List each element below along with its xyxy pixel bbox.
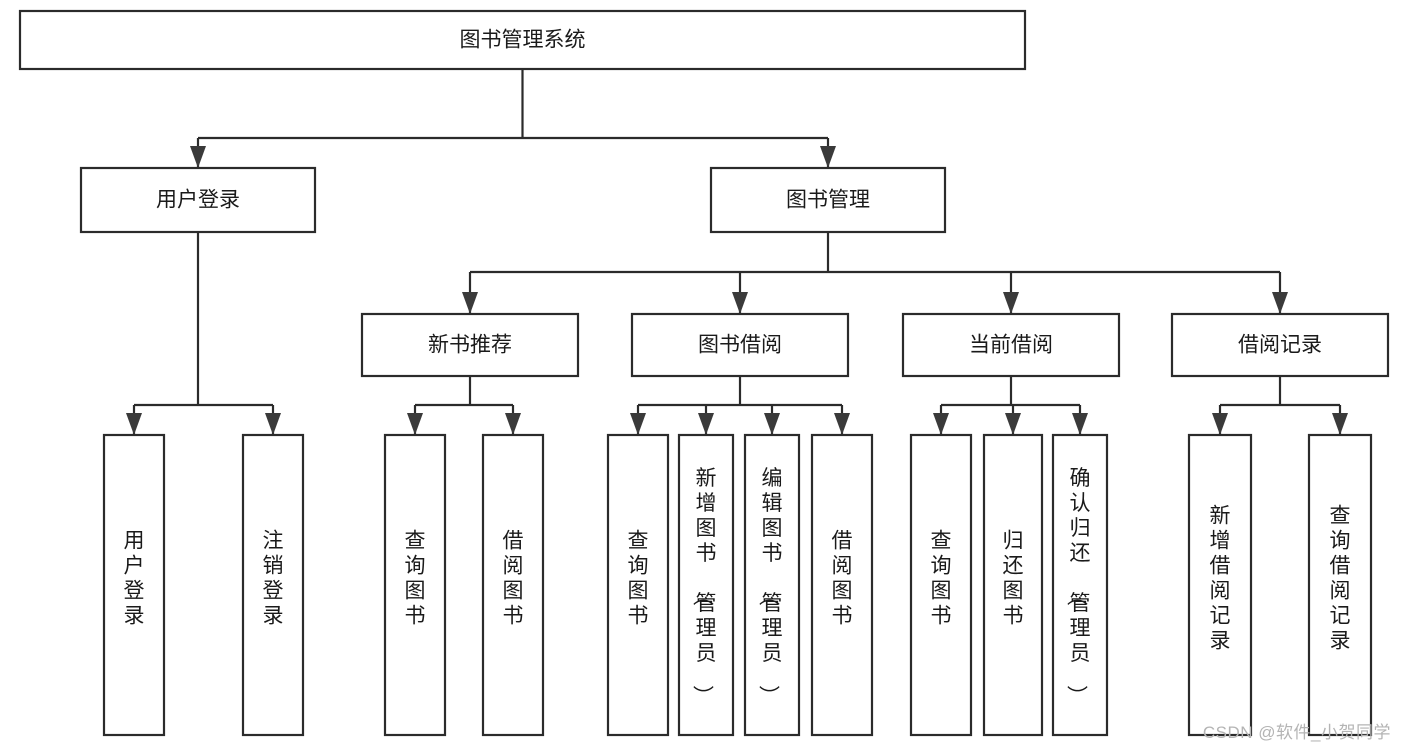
- arrow-head-icon: [407, 413, 423, 435]
- arrow-head-icon: [1272, 292, 1288, 314]
- node-box-book-borrow[interactable]: [630, 312, 850, 378]
- node-book-management[interactable]: 图书管理: [709, 166, 947, 234]
- connector-layer: [126, 69, 1348, 435]
- arrow-head-icon: [698, 413, 714, 435]
- node-label-leaf-borrow-book-1: 借阅图书: [503, 530, 524, 628]
- node-box-leaf-query-book-2[interactable]: [606, 433, 670, 737]
- node-borrow-record[interactable]: 借阅记录: [1170, 312, 1390, 378]
- node-box-leaf-user-login[interactable]: [102, 433, 166, 737]
- node-label-root: 图书管理系统: [460, 29, 586, 52]
- node-box-root[interactable]: [18, 9, 1027, 71]
- node-label-new-book-recommend: 新书推荐: [428, 334, 512, 357]
- node-leaf-user-login[interactable]: 用户登录: [102, 433, 166, 737]
- node-label-leaf-borrow-book-2: 借阅图书: [832, 530, 853, 628]
- node-label-book-borrow: 图书借阅: [698, 334, 782, 357]
- node-box-leaf-borrow-book-1[interactable]: [481, 433, 545, 737]
- node-box-book-management[interactable]: [709, 166, 947, 234]
- node-label-leaf-query-book-2: 查询图书: [628, 530, 649, 628]
- node-box-new-book-recommend[interactable]: [360, 312, 580, 378]
- node-root[interactable]: 图书管理系统: [18, 9, 1027, 71]
- node-box-leaf-return-book[interactable]: [982, 433, 1044, 737]
- node-leaf-query-book-3[interactable]: 查询图书: [909, 433, 973, 737]
- node-leaf-query-book-1[interactable]: 查询图书: [383, 433, 447, 737]
- node-box-leaf-confirm-return[interactable]: [1051, 433, 1109, 737]
- node-current-borrow[interactable]: 当前借阅: [901, 312, 1121, 378]
- arrow-head-icon: [505, 413, 521, 435]
- arrow-head-icon: [462, 292, 478, 314]
- arrow-head-icon: [820, 146, 836, 168]
- node-leaf-query-book-2[interactable]: 查询图书: [606, 433, 670, 737]
- node-leaf-borrow-book-1[interactable]: 借阅图书: [481, 433, 545, 737]
- node-new-book-recommend[interactable]: 新书推荐: [360, 312, 580, 378]
- node-box-leaf-add-record[interactable]: [1187, 433, 1253, 737]
- node-book-borrow[interactable]: 图书借阅: [630, 312, 850, 378]
- node-label-leaf-edit-book: 编辑图书（管理员）: [757, 467, 783, 706]
- node-box-leaf-logout[interactable]: [241, 433, 305, 737]
- node-label-leaf-add-book: 新增图书（管理员）: [691, 467, 717, 706]
- arrow-head-icon: [834, 413, 850, 435]
- node-box-leaf-query-book-1[interactable]: [383, 433, 447, 737]
- node-leaf-query-record[interactable]: 查询借阅记录: [1307, 433, 1373, 737]
- node-leaf-add-book[interactable]: 新增图书（管理员）: [677, 433, 735, 737]
- node-box-user-login[interactable]: [79, 166, 317, 234]
- node-label-leaf-user-login: 用户登录: [124, 530, 145, 628]
- node-label-book-management: 图书管理: [786, 189, 870, 212]
- arrow-head-icon: [630, 413, 646, 435]
- arrow-head-icon: [933, 413, 949, 435]
- node-label-leaf-return-book: 归还图书: [1003, 530, 1024, 628]
- node-leaf-return-book[interactable]: 归还图书: [982, 433, 1044, 737]
- node-label-leaf-query-record: 查询借阅记录: [1330, 505, 1351, 653]
- arrow-head-icon: [1072, 413, 1088, 435]
- arrow-head-icon: [126, 413, 142, 435]
- node-leaf-edit-book[interactable]: 编辑图书（管理员）: [743, 433, 801, 737]
- node-box-leaf-query-record[interactable]: [1307, 433, 1373, 737]
- node-label-leaf-query-book-3: 查询图书: [931, 530, 952, 628]
- node-layer: 图书管理系统用户登录图书管理新书推荐图书借阅当前借阅借阅记录用户登录注销登录查询…: [18, 9, 1390, 737]
- arrow-head-icon: [732, 292, 748, 314]
- node-label-user-login: 用户登录: [156, 189, 240, 212]
- node-label-borrow-record: 借阅记录: [1238, 334, 1322, 357]
- arrow-head-icon: [190, 146, 206, 168]
- node-leaf-confirm-return[interactable]: 确认归还（管理员）: [1051, 433, 1109, 737]
- node-label-leaf-add-record: 新增借阅记录: [1210, 505, 1231, 653]
- node-user-login[interactable]: 用户登录: [79, 166, 317, 234]
- node-box-leaf-query-book-3[interactable]: [909, 433, 973, 737]
- node-box-current-borrow[interactable]: [901, 312, 1121, 378]
- arrow-head-icon: [265, 413, 281, 435]
- node-leaf-borrow-book-2[interactable]: 借阅图书: [810, 433, 874, 737]
- node-box-leaf-add-book[interactable]: [677, 433, 735, 737]
- node-label-leaf-confirm-return: 确认归还（管理员）: [1065, 467, 1091, 706]
- arrow-head-icon: [1212, 413, 1228, 435]
- node-box-leaf-borrow-book-2[interactable]: [810, 433, 874, 737]
- arrow-head-icon: [1332, 413, 1348, 435]
- node-leaf-add-record[interactable]: 新增借阅记录: [1187, 433, 1253, 737]
- node-label-leaf-query-book-1: 查询图书: [405, 530, 426, 628]
- node-label-leaf-logout: 注销登录: [263, 530, 284, 628]
- node-leaf-logout[interactable]: 注销登录: [241, 433, 305, 737]
- arrow-head-icon: [1005, 413, 1021, 435]
- node-box-leaf-edit-book[interactable]: [743, 433, 801, 737]
- node-box-borrow-record[interactable]: [1170, 312, 1390, 378]
- node-label-current-borrow: 当前借阅: [969, 334, 1053, 357]
- arrow-head-icon: [1003, 292, 1019, 314]
- arrow-head-icon: [764, 413, 780, 435]
